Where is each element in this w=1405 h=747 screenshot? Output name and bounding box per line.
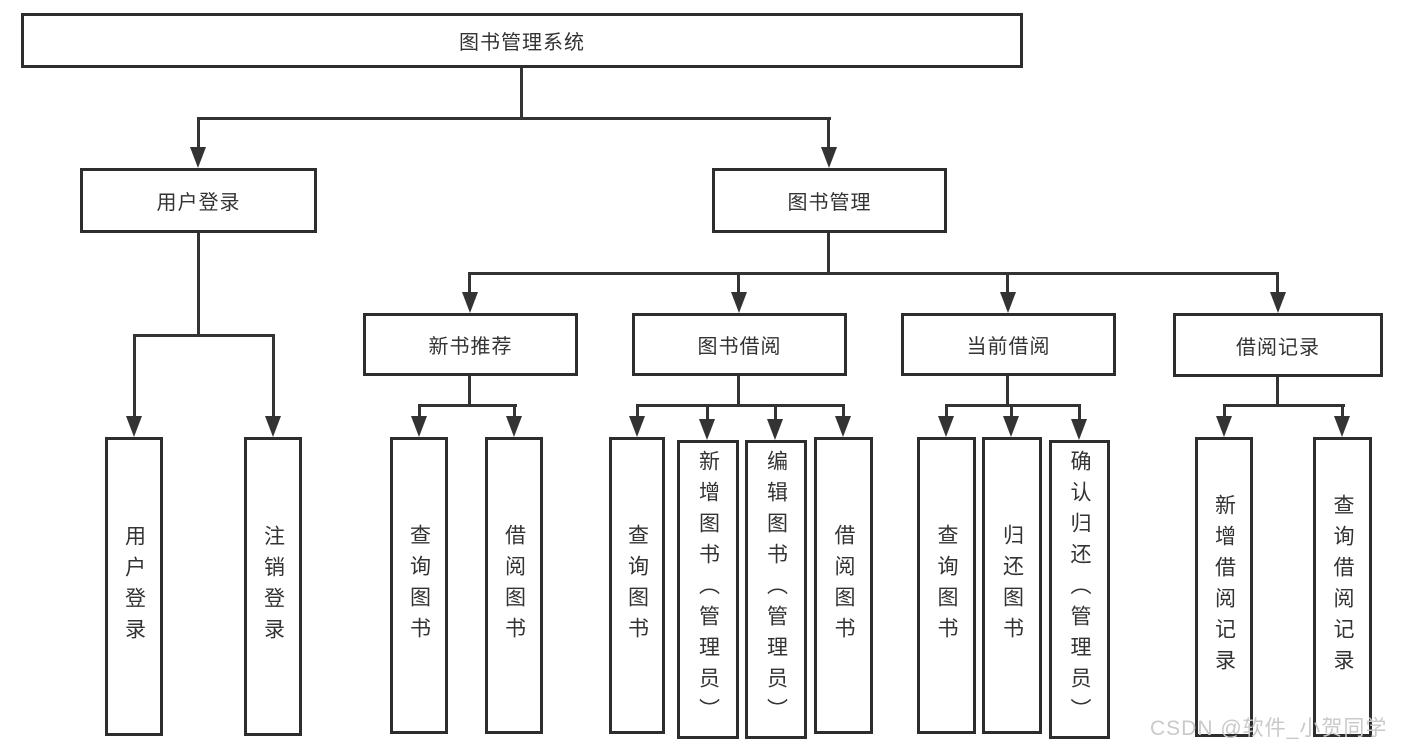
arrow-down-icon bbox=[1334, 416, 1350, 437]
node-library-system: 图书管理系统 bbox=[21, 13, 1023, 68]
connector-line bbox=[636, 404, 639, 419]
leaf-edit-book-admin: 编辑图书（管理员） bbox=[745, 440, 807, 739]
connector-line bbox=[827, 233, 830, 274]
connector-line bbox=[418, 404, 421, 419]
connector-line bbox=[636, 404, 845, 407]
arrow-down-icon bbox=[1216, 416, 1232, 437]
leaf-add-book-admin: 新增图书（管理员） bbox=[677, 440, 739, 739]
connector-line bbox=[468, 272, 1279, 275]
connector-line bbox=[1341, 404, 1344, 419]
connector-line bbox=[520, 67, 523, 120]
connector-line bbox=[1223, 404, 1345, 407]
connector-line bbox=[133, 334, 275, 337]
arrow-down-icon bbox=[1003, 416, 1019, 437]
arrow-down-icon bbox=[938, 416, 954, 437]
connector-line bbox=[197, 117, 831, 120]
leaf-query-books-newbooks: 查询图书 bbox=[390, 437, 448, 734]
arrow-down-icon bbox=[1071, 419, 1087, 440]
connector-line bbox=[774, 404, 777, 421]
arrow-down-icon bbox=[629, 416, 645, 437]
connector-line bbox=[197, 233, 200, 336]
arrow-down-icon bbox=[506, 416, 522, 437]
leaf-query-books-borrow: 查询图书 bbox=[609, 437, 665, 734]
leaf-confirm-return-admin: 确认归还（管理员） bbox=[1049, 440, 1110, 739]
arrow-down-icon bbox=[1270, 292, 1286, 313]
connector-line bbox=[1276, 272, 1279, 294]
node-book-management: 图书管理 bbox=[712, 168, 947, 233]
leaf-query-borrow-record: 查询借阅记录 bbox=[1313, 437, 1372, 737]
connector-line bbox=[133, 334, 136, 418]
node-new-book-recommend: 新书推荐 bbox=[363, 313, 578, 376]
connector-line bbox=[945, 404, 1081, 407]
connector-line bbox=[706, 404, 709, 421]
connector-line bbox=[468, 272, 471, 294]
connector-line bbox=[1010, 404, 1013, 419]
connector-line bbox=[1006, 376, 1009, 407]
connector-line bbox=[1276, 376, 1279, 407]
arrow-down-icon bbox=[411, 416, 427, 437]
leaf-return-books: 归还图书 bbox=[982, 437, 1042, 734]
connector-line bbox=[418, 404, 517, 407]
connector-line bbox=[513, 404, 516, 419]
leaf-logout: 注销登录 bbox=[244, 437, 302, 736]
connector-line bbox=[272, 334, 275, 418]
arrow-down-icon bbox=[462, 292, 478, 313]
connector-line bbox=[737, 272, 740, 294]
connector-line bbox=[842, 404, 845, 419]
leaf-add-borrow-record: 新增借阅记录 bbox=[1195, 437, 1253, 737]
connector-line bbox=[737, 376, 740, 407]
arrow-down-icon bbox=[821, 147, 837, 168]
connector-line bbox=[197, 117, 200, 149]
arrow-down-icon bbox=[699, 419, 715, 440]
arrow-down-icon bbox=[731, 292, 747, 313]
leaf-borrow-books-borrow: 借阅图书 bbox=[814, 437, 873, 734]
connector-line bbox=[1223, 404, 1226, 419]
connector-line bbox=[945, 404, 948, 419]
connector-line bbox=[827, 117, 830, 149]
arrow-down-icon bbox=[1000, 292, 1016, 313]
node-borrow-records: 借阅记录 bbox=[1173, 313, 1383, 377]
arrow-down-icon bbox=[265, 416, 281, 437]
connector-line bbox=[468, 376, 471, 407]
leaf-borrow-books-newbooks: 借阅图书 bbox=[485, 437, 543, 734]
connector-line bbox=[1078, 404, 1081, 421]
node-book-borrowing: 图书借阅 bbox=[632, 313, 847, 376]
node-user-login: 用户登录 bbox=[80, 168, 317, 233]
leaf-user-login: 用户登录 bbox=[105, 437, 163, 736]
arrow-down-icon bbox=[126, 416, 142, 437]
leaf-query-books-current: 查询图书 bbox=[917, 437, 976, 734]
watermark: CSDN @软件_小贺同学 bbox=[1150, 717, 1388, 740]
node-current-borrowing: 当前借阅 bbox=[901, 313, 1116, 376]
arrow-down-icon bbox=[190, 147, 206, 168]
arrow-down-icon bbox=[767, 419, 783, 440]
arrow-down-icon bbox=[835, 416, 851, 437]
connector-line bbox=[1006, 272, 1009, 294]
